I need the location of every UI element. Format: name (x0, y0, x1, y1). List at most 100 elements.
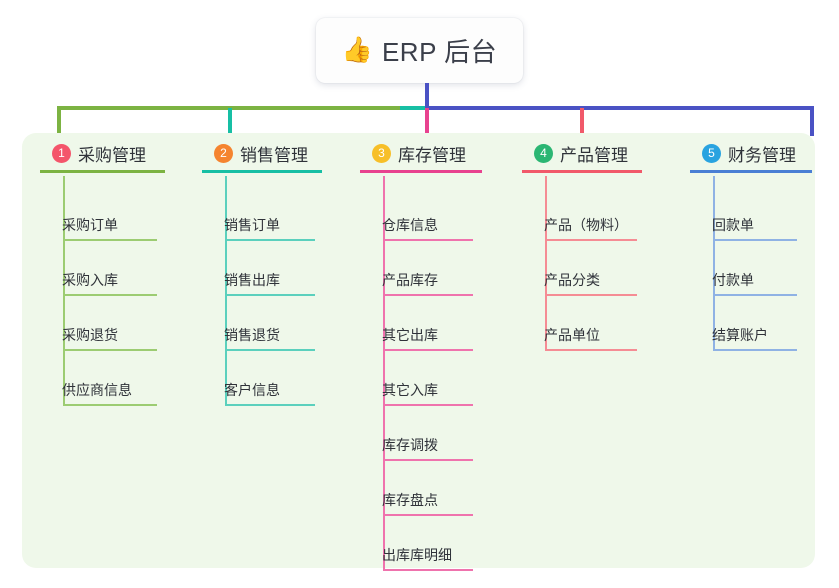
branch-item-label: 采购订单 (62, 217, 118, 233)
branch-item-rule (225, 294, 315, 296)
branch-title: 采购管理 (78, 145, 146, 165)
branch-title: 库存管理 (398, 145, 466, 165)
branch-item-label: 其它出库 (382, 327, 438, 343)
root-node[interactable]: 👍 ERP 后台 (316, 18, 523, 83)
branch-item-label: 仓库信息 (382, 217, 438, 233)
branch-item-rule (545, 239, 637, 241)
connector-drop-3 (425, 108, 429, 136)
branch-item-rule (545, 294, 637, 296)
branch-title: 销售管理 (240, 145, 308, 165)
branch-item-rule (225, 349, 315, 351)
branch-item-label: 销售出库 (224, 272, 280, 288)
branch-item[interactable]: 销售退货 (202, 317, 370, 351)
branch-item[interactable]: 供应商信息 (40, 372, 208, 406)
branch-item-label: 销售退货 (224, 327, 280, 343)
branch-item[interactable]: 其它出库 (360, 317, 528, 351)
connector-drop-5 (810, 108, 814, 136)
branch-item-label: 供应商信息 (62, 382, 132, 398)
thumbs-up-icon: 👍 (341, 36, 373, 64)
branch-number-badge: 4 (534, 143, 553, 163)
connector-trunk (425, 83, 429, 108)
branch-item-rule (383, 569, 473, 571)
branch-item[interactable]: 出库库明细 (360, 537, 528, 571)
branch-item[interactable]: 库存调拨 (360, 427, 528, 461)
branch-item-rule (383, 514, 473, 516)
branch-item-rule (383, 239, 473, 241)
branch-spine (713, 176, 715, 351)
branch-header-rule (360, 170, 482, 173)
branch-item-label: 付款单 (712, 272, 754, 288)
branch-item-label: 产品单位 (544, 327, 600, 343)
branch-column-2: 2 销售管理销售订单销售出库销售退货客户信息 (202, 133, 370, 406)
branch-item[interactable]: 产品库存 (360, 262, 528, 296)
connector-drop-2 (228, 108, 232, 136)
branch-item-label: 产品分类 (544, 272, 600, 288)
branch-column-4: 4 产品管理产品（物料） 产品分类产品单位 (522, 133, 690, 351)
branch-header-5[interactable]: 5 财务管理 (690, 133, 839, 173)
branch-item-rule (545, 349, 637, 351)
branch-item-rule (63, 239, 157, 241)
branch-header-1[interactable]: 1 采购管理 (40, 133, 208, 173)
branch-item-label: 产品（物料） (544, 217, 628, 233)
branch-item[interactable]: 回款单 (690, 207, 839, 241)
branch-item[interactable]: 采购入库 (40, 262, 208, 296)
branch-item-rule (713, 349, 797, 351)
branch-header-rule (522, 170, 642, 173)
branch-spine (545, 176, 547, 351)
branch-item-label: 其它入库 (382, 382, 438, 398)
branch-item-rule (383, 459, 473, 461)
branch-number-badge: 5 (702, 143, 721, 163)
branch-item-label: 采购入库 (62, 272, 118, 288)
branch-item[interactable]: 销售出库 (202, 262, 370, 296)
root-node-title: ERP 后台 (381, 37, 498, 67)
branch-title: 产品管理 (560, 145, 628, 165)
branch-number-badge: 1 (52, 143, 71, 163)
branch-item-label: 产品库存 (382, 272, 438, 288)
branch-item-rule (383, 294, 473, 296)
branch-item-rule (63, 294, 157, 296)
branch-item-label: 出库库明细 (382, 547, 452, 563)
branch-item[interactable]: 产品分类 (522, 262, 690, 296)
branch-item[interactable]: 仓库信息 (360, 207, 528, 241)
branch-header-2[interactable]: 2 销售管理 (202, 133, 370, 173)
branch-spine (63, 176, 65, 406)
branch-title: 财务管理 (728, 145, 796, 165)
branch-item[interactable]: 客户信息 (202, 372, 370, 406)
branch-item-rule (713, 239, 797, 241)
branch-number-badge: 2 (214, 143, 233, 163)
branch-header-rule (40, 170, 165, 173)
branch-spine (225, 176, 227, 406)
connector-drop-4 (580, 108, 584, 136)
branch-item-rule (63, 349, 157, 351)
branch-item-rule (225, 404, 315, 406)
branch-item-rule (225, 239, 315, 241)
branch-item-rule (713, 294, 797, 296)
branch-item[interactable]: 产品单位 (522, 317, 690, 351)
branch-column-1: 1 采购管理采购订单采购入库采购退货供应商信息 (40, 133, 208, 406)
branch-item-label: 销售订单 (224, 217, 280, 233)
branches-panel: 1 采购管理采购订单采购入库采购退货供应商信息 2 销售管理销售订单销售出库销售退货… (22, 133, 815, 571)
branch-column-5: 5 财务管理回款单付款单结算账户 (690, 133, 839, 351)
branch-item[interactable]: 产品（物料） (522, 207, 690, 241)
branch-item[interactable]: 采购订单 (40, 207, 208, 241)
branch-item[interactable]: 销售订单 (202, 207, 370, 241)
branch-item[interactable]: 付款单 (690, 262, 839, 296)
branch-header-rule (202, 170, 322, 173)
branch-header-rule (690, 170, 812, 173)
branch-item-label: 库存盘点 (382, 492, 438, 508)
branch-item-label: 库存调拨 (382, 437, 438, 453)
connector-bus-indigo (425, 106, 814, 110)
branch-item[interactable]: 其它入库 (360, 372, 528, 406)
branch-item-label: 回款单 (712, 217, 754, 233)
branch-spine (383, 176, 385, 571)
branch-item-rule (63, 404, 157, 406)
branch-item-label: 采购退货 (62, 327, 118, 343)
branch-item[interactable]: 采购退货 (40, 317, 208, 351)
branch-header-4[interactable]: 4 产品管理 (522, 133, 690, 173)
branch-item[interactable]: 结算账户 (690, 317, 839, 351)
branch-item-label: 结算账户 (712, 327, 768, 343)
branch-item[interactable]: 库存盘点 (360, 482, 528, 516)
